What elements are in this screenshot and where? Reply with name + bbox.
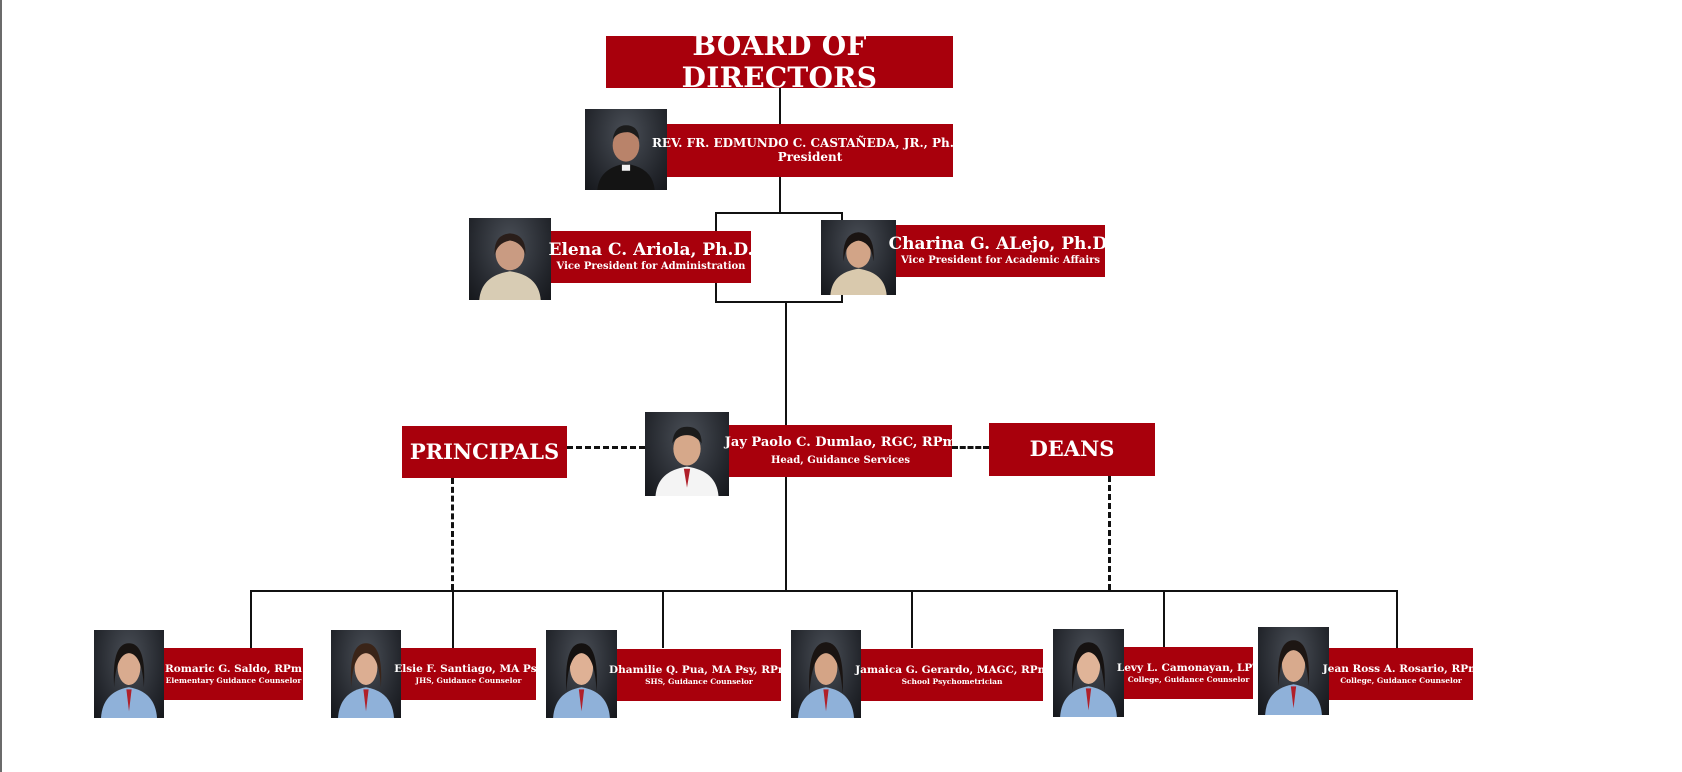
dashed-connector-principals-head — [567, 446, 645, 449]
vp-admin-box: Elena C. Ariola, Ph.D. Vice President fo… — [548, 231, 754, 283]
counselor-5-box: Levy L. Camonayan, LPT College, Guidance… — [1117, 647, 1260, 699]
board-of-directors-box: BOARD OF DIRECTORS — [606, 29, 953, 94]
connector-vp-bracket-top — [715, 212, 843, 214]
deans-label: DEANS — [1029, 436, 1115, 462]
president-photo-icon — [585, 109, 667, 190]
board-title: BOARD OF DIRECTORS — [681, 28, 878, 94]
counselor-3-box: Dhamilie Q. Pua, MA Psy, RPm SHS, Guidan… — [609, 649, 789, 701]
counselor-4-photo-icon — [791, 630, 861, 718]
connector-drop-1 — [250, 590, 252, 648]
counselor-1-name: Romaric G. Saldo, RPm — [165, 662, 302, 675]
counselor-4-role: School Psychometrician — [901, 676, 1003, 686]
connector-drop-2 — [452, 590, 454, 648]
counselor-2-box: Elsie F. Santiago, MA Psy JHS, Guidance … — [394, 648, 543, 700]
connector-drop-6 — [1396, 590, 1398, 648]
vp-academic-role: Vice President for Academic Affairs — [900, 255, 1101, 267]
connector-drop-4 — [911, 590, 913, 648]
counselor-2-name: Elsie F. Santiago, MA Psy — [394, 662, 543, 675]
counselor-3-photo-icon — [546, 630, 617, 718]
dashed-connector-head-deans — [952, 446, 989, 449]
connector-staff-horizontal — [251, 590, 1398, 592]
vp-admin-role: Vice President for Administration — [556, 261, 746, 273]
connector-president-vps — [779, 176, 781, 213]
dashed-connector-deans-down — [1108, 476, 1111, 590]
connector-drop-5 — [1163, 590, 1165, 647]
counselor-6-name: Jean Ross A. Rosario, RPm — [1322, 662, 1480, 675]
counselor-5-role: College, Guidance Counselor — [1127, 674, 1250, 684]
counselor-4-name: Jamaica G. Gerardo, MAGC, RPm — [855, 663, 1049, 676]
president-name: REV. FR. EDMUNDO C. CASTAÑEDA, JR., Ph.D… — [651, 135, 969, 150]
head-box: Jay Paolo C. Dumlao, RGC, RPm Head, Guid… — [725, 425, 956, 477]
connector-vp-bracket-bottom — [715, 301, 843, 303]
connector-board-president — [779, 88, 781, 124]
counselor-4-box: Jamaica G. Gerardo, MAGC, RPm School Psy… — [855, 649, 1049, 701]
connector-vps-head — [785, 303, 787, 425]
president-role: President — [777, 149, 843, 164]
counselor-2-photo-icon — [331, 630, 401, 718]
counselor-6-role: College, Guidance Counselor — [1340, 675, 1462, 685]
counselor-1-role: Elementary Guidance Counselor — [165, 675, 302, 685]
counselor-5-photo-icon — [1053, 629, 1124, 717]
principals-box: PRINCIPALS — [402, 426, 567, 478]
principals-label: PRINCIPALS — [409, 438, 560, 464]
vp-academic-box: Charina G. ALejo, Ph.D. Vice President f… — [889, 225, 1112, 277]
head-role: Head, Guidance Services — [770, 454, 911, 466]
counselor-1-photo-icon — [94, 630, 164, 718]
counselor-6-box: Jean Ross A. Rosario, RPm College, Guida… — [1323, 648, 1479, 700]
counselor-2-role: JHS, Guidance Counselor — [415, 675, 522, 685]
head-photo-icon — [645, 412, 729, 496]
connector-drop-3 — [662, 590, 664, 648]
counselor-1-box: Romaric G. Saldo, RPm Elementary Guidanc… — [164, 648, 303, 700]
counselor-3-name: Dhamilie Q. Pua, MA Psy, RPm — [609, 663, 789, 676]
counselor-6-photo-icon — [1258, 627, 1329, 715]
vp-academic-photo-icon — [821, 220, 896, 295]
vp-admin-name: Elena C. Ariola, Ph.D. — [548, 240, 754, 261]
vp-admin-photo-icon — [469, 218, 551, 300]
counselor-3-role: SHS, Guidance Counselor — [645, 676, 753, 686]
counselor-5-name: Levy L. Camonayan, LPT — [1116, 661, 1261, 674]
page-left-border — [0, 0, 2, 772]
dashed-connector-principals-down — [451, 478, 454, 590]
president-box: REV. FR. EDMUNDO C. CASTAÑEDA, JR., Ph.D… — [652, 124, 968, 177]
head-name: Jay Paolo C. Dumlao, RGC, RPm — [724, 434, 957, 450]
vp-academic-name: Charina G. ALejo, Ph.D. — [888, 234, 1113, 255]
deans-box: DEANS — [989, 423, 1155, 476]
connector-head-staff — [785, 477, 787, 592]
